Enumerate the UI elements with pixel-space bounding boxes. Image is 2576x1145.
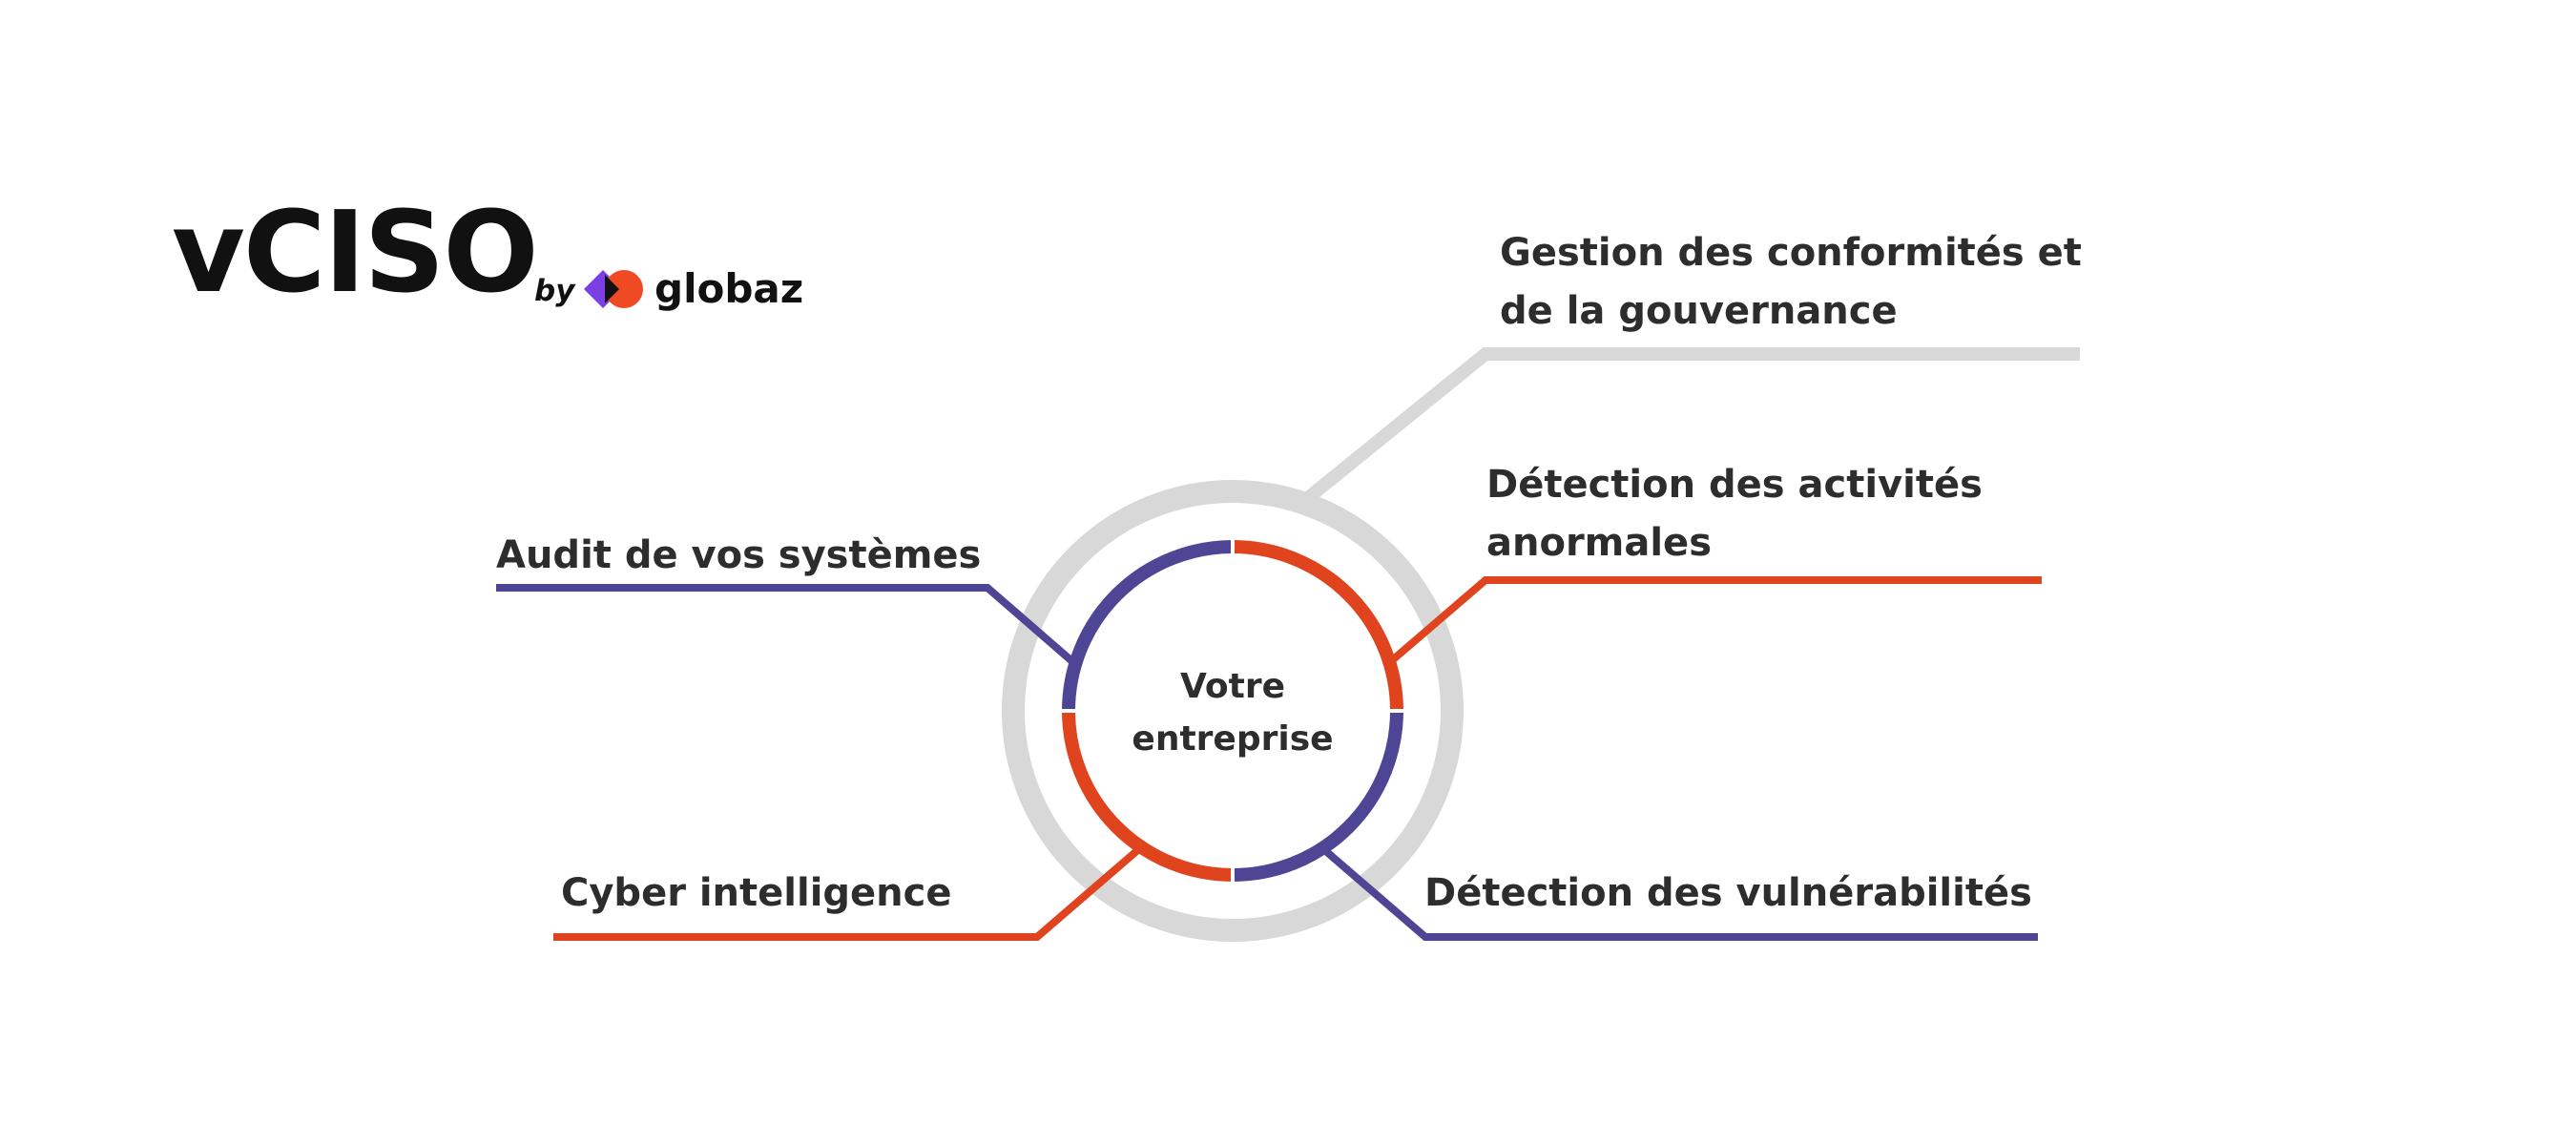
center-label-line-1: Votre xyxy=(1180,667,1285,706)
branch-gouvernance: Gestion des conformités et de la gouvern… xyxy=(1304,231,2082,503)
logo-by: by xyxy=(534,274,576,308)
branch-audit: Audit de vos systèmes xyxy=(496,533,1077,667)
logo-title: vCISO xyxy=(172,186,537,318)
label-activites-line-1: Détection des activités xyxy=(1486,463,1983,507)
connector-gouvernance xyxy=(1304,347,2080,503)
ring-segment-top-left xyxy=(1062,540,1234,712)
connector-cyber xyxy=(553,843,1144,941)
center-label-line-2: entreprise xyxy=(1132,719,1333,759)
label-gouvernance-line-2: de la gouvernance xyxy=(1500,289,1898,333)
ring-segment-top-right xyxy=(1232,540,1403,712)
connector-audit xyxy=(496,584,1077,667)
label-gouvernance-line-1: Gestion des conformités et xyxy=(1500,231,2082,275)
globaz-mark-icon xyxy=(584,270,643,308)
ring-segment-bottom-right xyxy=(1232,710,1403,882)
label-audit: Audit de vos systèmes xyxy=(496,533,981,577)
label-activites-line-2: anormales xyxy=(1486,521,1712,565)
connector-activites xyxy=(1388,576,2042,665)
connector-vulnerabilites xyxy=(1319,843,2038,941)
branch-vulnerabilites: Détection des vulnérabilités xyxy=(1319,843,2038,941)
outer-ring xyxy=(1002,480,1464,942)
label-vulnerabilites: Détection des vulnérabilités xyxy=(1424,871,2032,915)
logo-brand: globaz xyxy=(654,265,803,312)
ring-segment-bottom-left xyxy=(1062,710,1234,882)
branch-cyber: Cyber intelligence xyxy=(553,843,1144,941)
branch-activites: Détection des activités anormales xyxy=(1388,463,2042,665)
label-cyber: Cyber intelligence xyxy=(561,871,952,915)
inner-ring xyxy=(1062,540,1403,882)
logo: vCISO by globaz xyxy=(172,186,803,318)
center-label: Votre entreprise xyxy=(1132,667,1333,759)
